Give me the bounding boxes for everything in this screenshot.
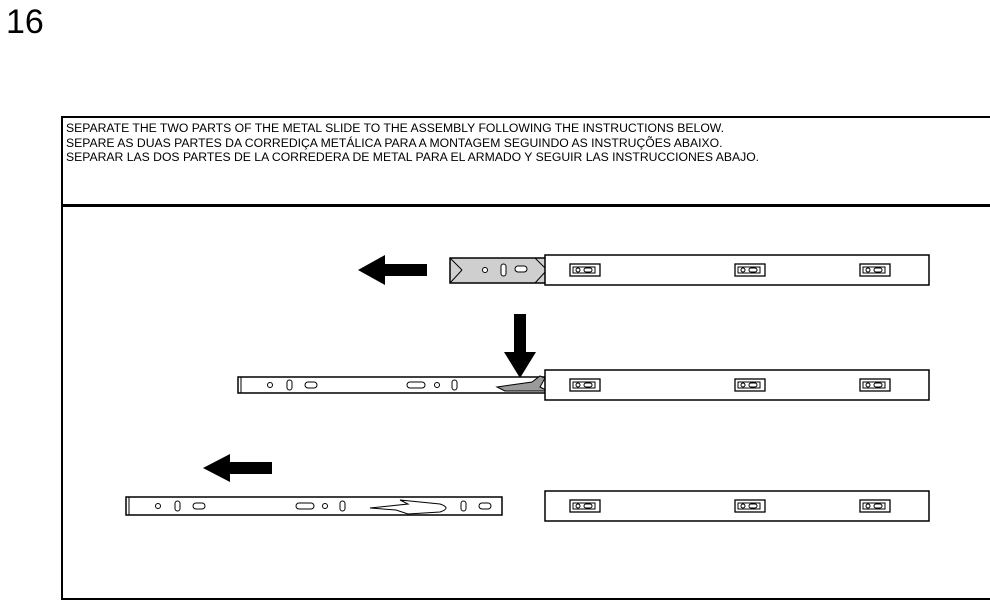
step-1-outer-rail: [545, 255, 929, 285]
step-2-down-arrow-icon: [504, 314, 536, 378]
step-1-inner-member: [449, 257, 548, 284]
step-3-outer-rail: [545, 491, 929, 521]
step-1-slide-closed: [358, 255, 929, 285]
step-2-release-lever: [237, 314, 929, 400]
instruction-english: SEPARATE THE TWO PARTS OF THE METAL SLID…: [66, 121, 725, 135]
page-number: 16: [6, 3, 44, 41]
step-1-left-arrow-icon: [358, 255, 427, 285]
instruction-portuguese: SEPARE AS DUAS PARTES DA CORREDIÇA METÁL…: [66, 135, 723, 150]
step-3-separated: [125, 454, 929, 521]
instruction-frame: [61, 116, 990, 600]
step-3-left-arrow-icon: [203, 454, 272, 482]
instructions-text-block: SEPARATE THE TWO PARTS OF THE METAL SLID…: [66, 121, 986, 165]
instruction-spanish: SEPARAR LAS DOS PARTES DE LA CORREDERA D…: [66, 150, 760, 164]
step-3-inner-member: [125, 496, 503, 516]
header-divider: [61, 204, 990, 207]
step-2-outer-rail: [545, 370, 929, 400]
step-2-inner-member: [237, 375, 549, 394]
